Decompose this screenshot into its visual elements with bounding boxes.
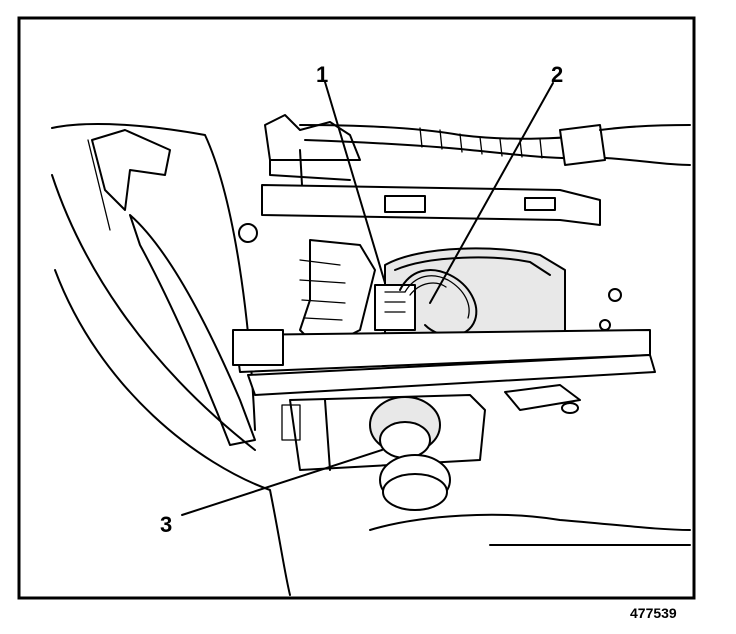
cross-brace bbox=[232, 329, 656, 396]
upper-bracket bbox=[238, 114, 601, 243]
figure-frame bbox=[17, 16, 696, 600]
callout-3: 3 bbox=[160, 512, 172, 537]
lower-housing bbox=[281, 384, 691, 546]
callout-1: 1 bbox=[316, 62, 328, 87]
figure-number: 477539 bbox=[630, 605, 677, 621]
callout-2: 2 bbox=[551, 62, 563, 87]
knob bbox=[369, 396, 451, 511]
leader-line-3 bbox=[181, 449, 383, 516]
leader-line-1 bbox=[324, 81, 386, 284]
control-module bbox=[374, 247, 622, 346]
leader-line-2 bbox=[429, 82, 554, 304]
